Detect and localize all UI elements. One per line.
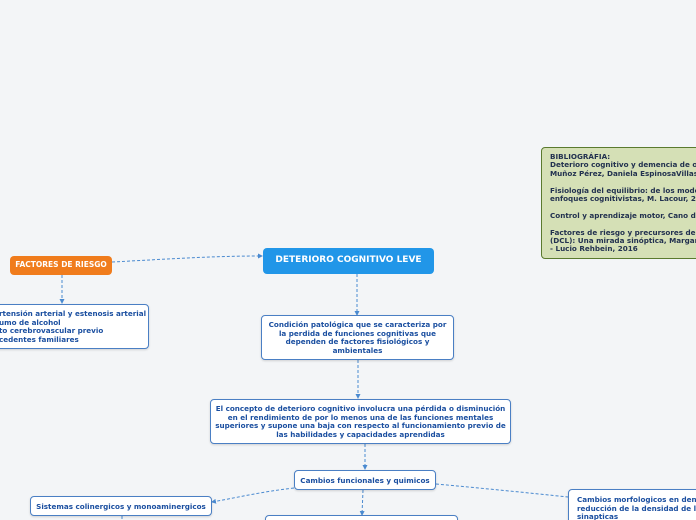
functional-changes-node[interactable]: Cambios funcionales y quimicos (294, 470, 436, 490)
risk-factors-list-node[interactable]: rtensión arterial y estenosis arterial u… (0, 304, 149, 349)
bibliography-node[interactable]: BIBLIOGRÁFIA: Deterioro cognitivo y deme… (541, 147, 696, 259)
link-functional-to-cholinergic (211, 487, 295, 504)
link-risk-to-root (111, 253, 263, 263)
risk-factors-node[interactable]: FACTORES DE RIESGO (10, 256, 112, 275)
link-functional-down (359, 489, 365, 516)
cholinergic-node[interactable]: Sistemas colinergicos y monoaminergicos (30, 496, 212, 516)
root-node[interactable]: DETERIORO COGNITIVO LEVE (263, 248, 434, 274)
next-node-partial[interactable] (265, 515, 458, 520)
link-functional-to-morphological (435, 483, 569, 498)
concept-node[interactable]: El concepto de deterioro cognitivo invol… (210, 399, 511, 444)
condition-node[interactable]: Condición patológica que se caracteriza … (261, 315, 454, 360)
